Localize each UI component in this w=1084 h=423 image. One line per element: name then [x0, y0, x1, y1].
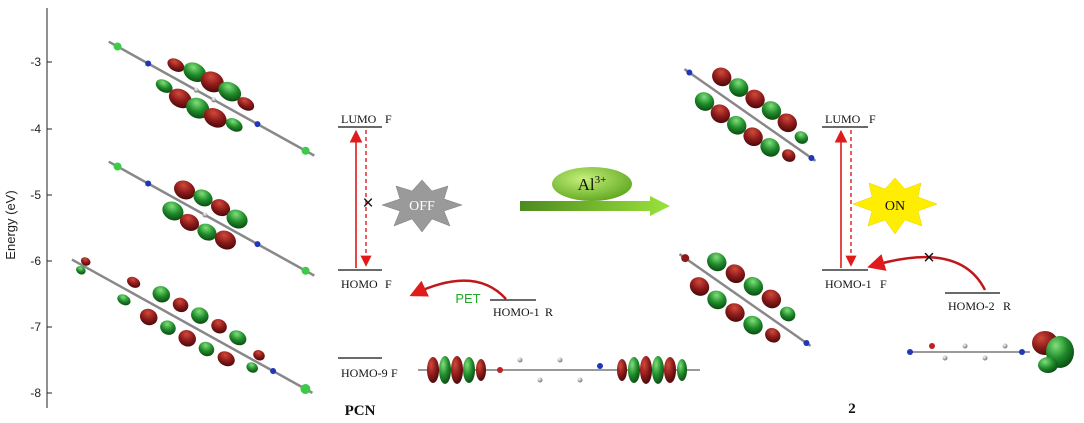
- homo-tag: F: [385, 277, 392, 291]
- al-ion-label: Al3+: [578, 174, 607, 194]
- off-burst: OFF: [381, 179, 463, 233]
- lumo-label: LUMO: [825, 112, 861, 126]
- homo9-label: HOMO-9: [341, 366, 388, 380]
- homo1-tag: R: [545, 305, 553, 319]
- homo1-label: HOMO-1: [493, 305, 540, 319]
- complex2-transition-arrows: [834, 129, 857, 268]
- homo9-tag: F: [391, 366, 398, 380]
- lumo-tag: F: [869, 112, 876, 126]
- on-burst: ON: [852, 177, 938, 235]
- al-ion-arrow: Al3+: [520, 167, 670, 216]
- pcn-transition-arrows: ×: [349, 129, 374, 268]
- homo1-label: HOMO-1: [825, 277, 872, 291]
- complex2-lumo-orbital: [683, 67, 817, 162]
- tick-label: -6: [30, 254, 41, 268]
- homo1-tag: F: [880, 277, 887, 291]
- complex2-compound-label: 2: [848, 401, 856, 417]
- complex2-homo2-side-orbital: [907, 331, 1074, 373]
- blocked-mark: ×: [362, 193, 373, 214]
- complex2-homo1-orbital: [678, 252, 812, 347]
- tick-label: -4: [30, 122, 41, 136]
- lumo-tag: F: [385, 112, 392, 126]
- lumo-label: LUMO: [341, 112, 377, 126]
- homo2-tag: R: [1003, 299, 1011, 313]
- pcn-homo-orbital: [108, 160, 315, 277]
- pcn-lumo-orbital: [108, 40, 315, 157]
- tick-label: -8: [30, 386, 41, 400]
- pcn-homo9-orbital: [71, 257, 314, 394]
- axis-title: Energy (eV): [3, 190, 18, 259]
- pcn-homo9-side-orbital: [418, 356, 700, 384]
- pcn-levels: LUMO F HOMO F HOMO-9 F HOMO-1 R: [338, 112, 553, 380]
- energy-axis: -3 -4 -5 -6 -7 -8 Energy (eV): [3, 8, 52, 408]
- homo-label: HOMO: [341, 277, 378, 291]
- tick-label: -5: [30, 188, 41, 202]
- on-label: ON: [885, 199, 905, 214]
- axis-ticks: [47, 61, 52, 394]
- blocked-mark: ×: [923, 247, 935, 269]
- complex2-levels: LUMO F HOMO-1 F HOMO-2 R: [822, 112, 1011, 313]
- tick-label: -3: [30, 55, 41, 69]
- pet-label: PET: [455, 291, 480, 306]
- blocked-pet-arrow: ×: [867, 247, 987, 291]
- tick-label: -7: [30, 320, 41, 334]
- pet-arrow: PET: [409, 279, 507, 306]
- off-label: OFF: [409, 199, 435, 214]
- pcn-compound-label: PCN: [345, 403, 376, 419]
- homo2-label: HOMO-2: [948, 299, 995, 313]
